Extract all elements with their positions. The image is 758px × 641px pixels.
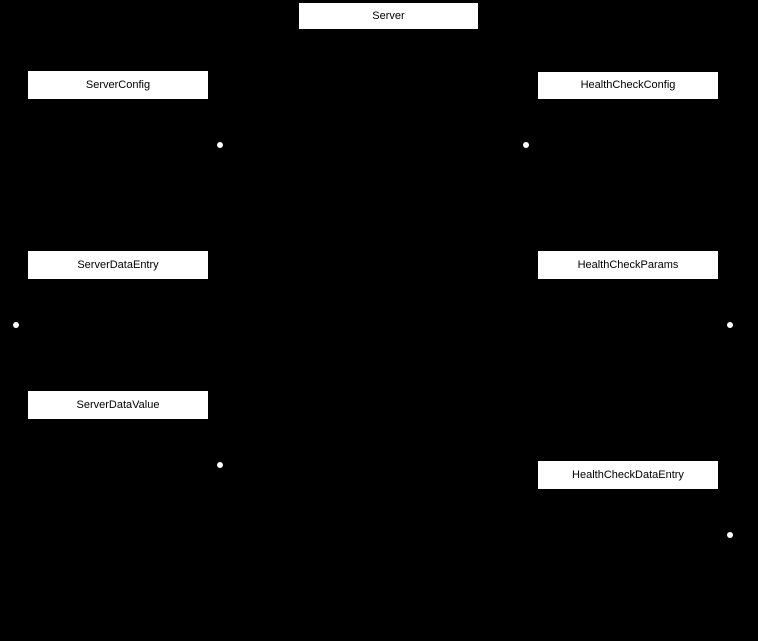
node-healthcheckdataentry: HealthCheckDataEntry bbox=[538, 461, 718, 489]
edge-endpoint-dot bbox=[217, 462, 223, 468]
edge-endpoint-dot bbox=[217, 142, 223, 148]
node-healthcheckparams: HealthCheckParams bbox=[538, 251, 718, 279]
edge-endpoint-dot bbox=[523, 142, 529, 148]
edge-endpoint-dot bbox=[727, 532, 733, 538]
node-healthcheckconfig: HealthCheckConfig bbox=[538, 72, 718, 99]
edge-endpoint-dot bbox=[727, 322, 733, 328]
node-serverconfig: ServerConfig bbox=[28, 71, 208, 99]
node-serverdataentry: ServerDataEntry bbox=[28, 251, 208, 279]
edge-endpoint-dot bbox=[13, 322, 19, 328]
node-server: Server bbox=[299, 3, 478, 29]
node-serverdatavalue: ServerDataValue bbox=[28, 391, 208, 419]
